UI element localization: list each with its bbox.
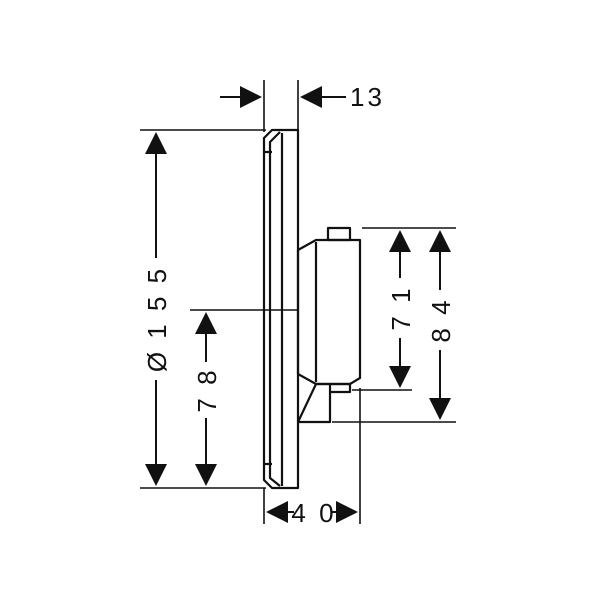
arrow-center-bottom [195, 464, 217, 486]
arrow-13-left [240, 86, 262, 108]
dim-label-diameter: Ø 1 5 5 [142, 266, 172, 372]
cover-plate [262, 128, 300, 490]
cover-plate-outline [262, 128, 300, 490]
cover-plate-inner-bevel [268, 131, 281, 487]
arrowheads [145, 86, 451, 523]
arrow-84-bottom [429, 398, 451, 420]
dimension-lines [155, 96, 441, 513]
dim-label-71: 7 1 [386, 285, 416, 330]
arrow-diameter-bottom [145, 464, 167, 486]
dim-label-40: 4 0 [291, 498, 336, 528]
control-body-bottom-step [296, 382, 352, 424]
arrow-diameter-top [145, 132, 167, 154]
control-body-top-cap [326, 226, 352, 242]
control-body [296, 226, 362, 424]
arrow-40-right [336, 501, 358, 523]
dim-label-78: 7 8 [192, 367, 222, 412]
dim-label-84: 8 4 [426, 297, 456, 342]
arrow-71-bottom [389, 366, 411, 388]
control-body-outline [296, 238, 362, 386]
extension-lines [140, 80, 456, 524]
dim-label-13: 13 [350, 82, 385, 112]
arrow-71-top [389, 230, 411, 252]
arrow-40-left [266, 501, 288, 523]
arrow-center-top [195, 312, 217, 334]
arrow-13-right [300, 86, 322, 108]
arrow-84-top [429, 230, 451, 252]
